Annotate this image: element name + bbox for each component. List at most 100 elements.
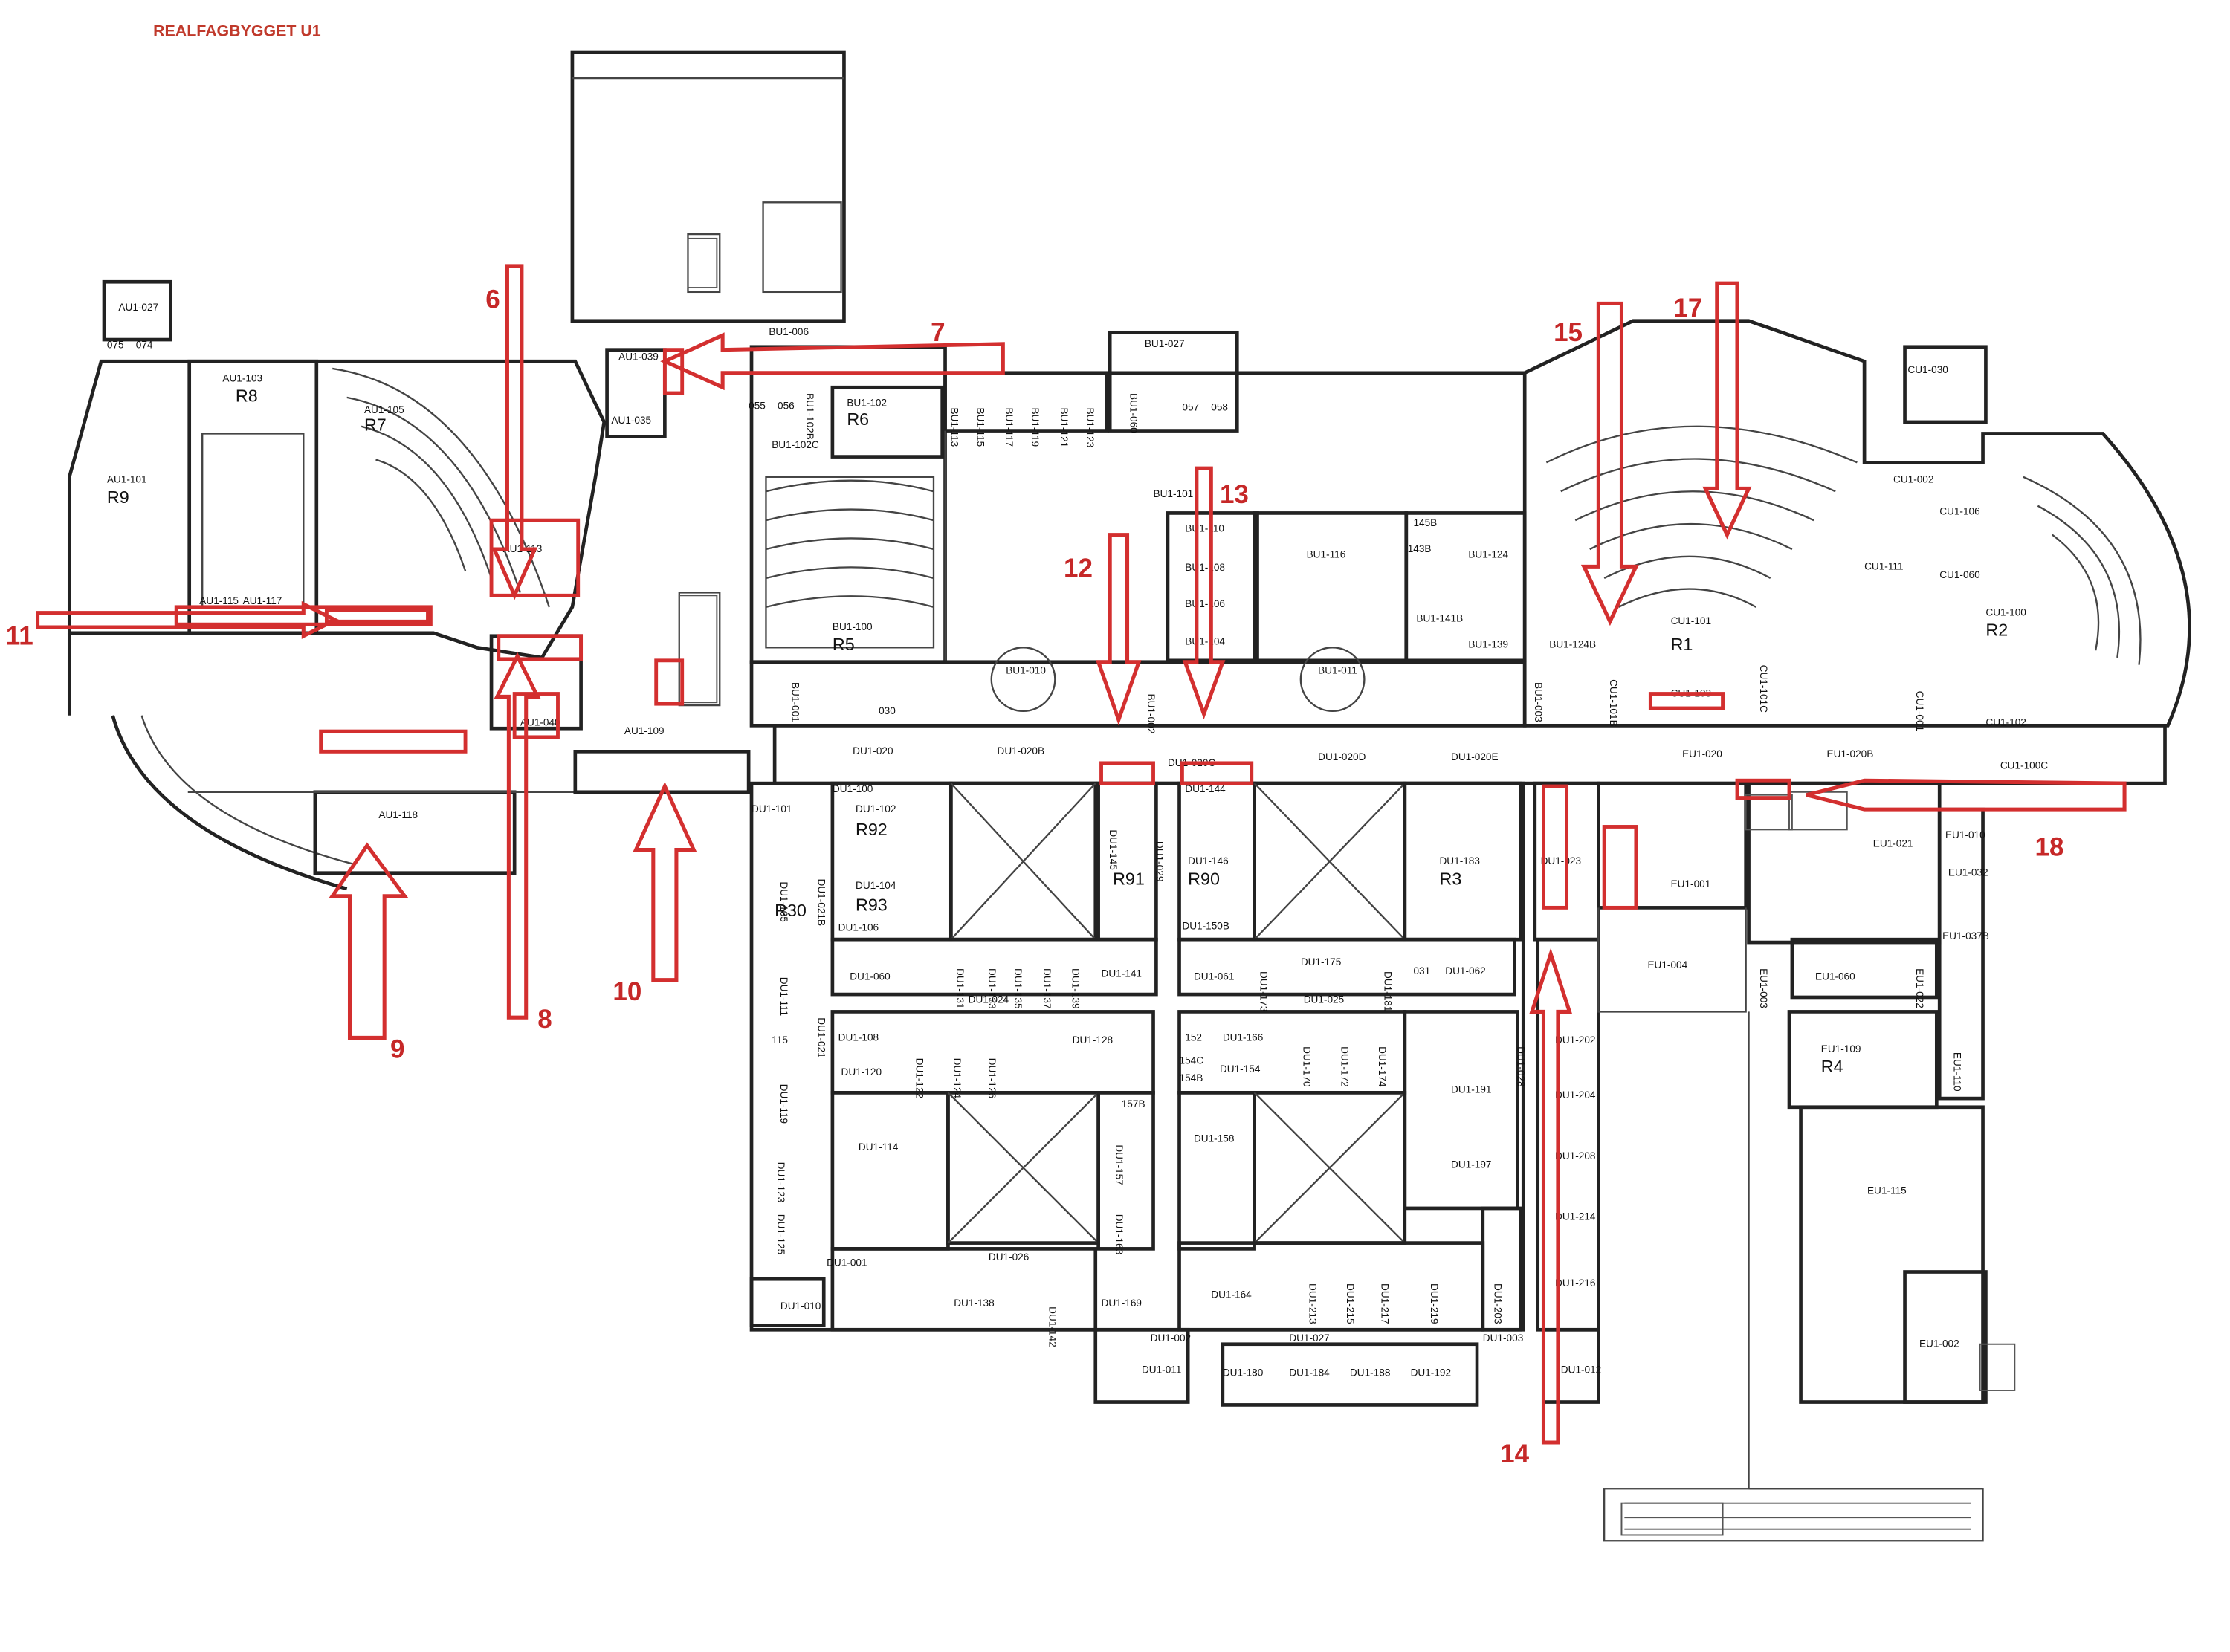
marker-box (319, 729, 468, 754)
room-label: CU1-030 (1907, 364, 1948, 375)
room-label: BU1-104 (1185, 635, 1225, 647)
room-label: EU1-109 (1821, 1043, 1861, 1055)
room-label: DU1-150B (1182, 921, 1229, 932)
room-label: BU1-102B (804, 393, 815, 440)
room-label: DU1-141 (1102, 968, 1142, 979)
room-label: DU1-024 (969, 994, 1009, 1005)
room-label: DU1-003 (1483, 1332, 1523, 1344)
marker-box (1648, 692, 1725, 710)
room-label: DU1-062 (1445, 965, 1485, 976)
room-name-large: R93 (856, 895, 888, 914)
room-label: BU1-060 (1128, 393, 1139, 433)
room-label: BU1-106 (1185, 598, 1225, 609)
room-label: BU1-124 (1468, 549, 1508, 560)
room-label: DU1-157 (1114, 1144, 1125, 1185)
room-label: DU1-111 (778, 977, 789, 1016)
room-label: DU1-163 (1114, 1214, 1125, 1254)
room-label: BU1-108 (1185, 562, 1225, 573)
room-label: BU1-102C (772, 439, 819, 450)
room-label: DU1-131 (954, 968, 966, 1008)
room-label: AU1-027 (118, 302, 158, 313)
room-label: DU1-020B (998, 745, 1045, 757)
marker-number-12: 12 (1064, 554, 1093, 583)
marker-box (1602, 825, 1638, 910)
room-label: CU1-100 (1985, 607, 2026, 618)
room-label: BU1-011 (1318, 664, 1357, 676)
room-label: AU1-103 (222, 372, 262, 383)
room-label: BU1-141B (1416, 612, 1463, 623)
room-label: EU1-001 (1671, 878, 1711, 890)
map-title: REALFAGBYGGET U1 (153, 22, 321, 40)
room-label: CU1-101B (1608, 679, 1619, 727)
room-label: EU1-032 (1948, 867, 1988, 878)
room-label: CU1-111 (1864, 560, 1903, 571)
marker-arrow-8 (494, 652, 541, 1020)
room-label: BU1-102 (847, 398, 887, 409)
room-label: DU1-119 (778, 1084, 789, 1124)
room-label: CU1-060 (1939, 569, 1980, 580)
marker-arrow-12 (1096, 533, 1142, 726)
room-label: DU1-138 (954, 1298, 994, 1309)
room-label: DU1-204 (1555, 1089, 1596, 1101)
room-label: BU1-124B (1549, 638, 1596, 650)
room-label: DU1-060 (850, 971, 891, 982)
room-name-large: R5 (833, 635, 855, 654)
marker-box (489, 518, 581, 597)
room-label: DU1-021 (815, 1017, 827, 1057)
room-label: CU1-001 (1914, 691, 1925, 731)
room-label: DU1-061 (1194, 971, 1234, 982)
room-label: DU1-170 (1302, 1046, 1313, 1087)
room-name-large: R92 (856, 820, 888, 839)
room-label: EU1-110 (1952, 1052, 1963, 1092)
room-label: EU1-060 (1815, 971, 1855, 982)
room-label: DU1-102 (856, 803, 896, 814)
room-label: DU1-101 (752, 803, 792, 814)
room-label: AU1-040 (520, 716, 560, 728)
room-label: 075 (107, 340, 124, 351)
room-label: AU1-118 (378, 809, 418, 820)
room-label: EU1-021 (1873, 838, 1913, 849)
marker-arrow-17 (1702, 281, 1752, 540)
room-label: BU1-001 (789, 682, 801, 722)
room-name-large: R8 (236, 386, 258, 406)
room-label: DU1-191 (1451, 1083, 1491, 1095)
room-label: 154C (1180, 1055, 1204, 1066)
room-label: DU1-020D (1318, 751, 1366, 762)
room-label: DU1-029 (1154, 841, 1165, 881)
marker-number-15: 15 (1554, 318, 1583, 347)
room-label: BU1-123 (1085, 407, 1096, 447)
room-label: CU1-101 (1671, 615, 1711, 626)
room-label: DU1-158 (1194, 1133, 1234, 1144)
room-label: DU1-166 (1223, 1031, 1263, 1043)
marker-box (654, 658, 685, 706)
room-label: DU1-012 (1561, 1364, 1601, 1376)
marker-box (497, 634, 584, 661)
room-name-large: R30 (775, 901, 807, 920)
room-label: DU1-174 (1377, 1046, 1388, 1087)
marker-number-14: 14 (1500, 1439, 1529, 1468)
marker-arrow-14 (1529, 948, 1572, 1445)
room-name-large: R3 (1439, 869, 1461, 888)
room-label: DU1-217 (1380, 1283, 1391, 1324)
room-label: DU1-027 (1289, 1332, 1329, 1344)
room-label: 143B (1408, 543, 1432, 554)
room-label: DU1-172 (1339, 1046, 1350, 1086)
marker-box (1735, 778, 1791, 800)
room-label: AU1-039 (618, 351, 659, 362)
room-label: CU1-106 (1939, 505, 1979, 516)
room-label: BU1-101 (1154, 488, 1194, 499)
room-label: AU1-109 (624, 725, 665, 736)
room-name-large: R91 (1113, 869, 1145, 888)
room-label: EU1-115 (1867, 1185, 1907, 1196)
room-label: BU1-139 (1468, 638, 1508, 650)
room-label: DU1-169 (1102, 1298, 1142, 1309)
room-label: DU1-106 (838, 922, 879, 933)
room-label: DU1-197 (1451, 1159, 1491, 1170)
room-label: DU1-010 (780, 1300, 821, 1312)
marker-arrow-11 (36, 600, 340, 639)
room-label: 154B (1180, 1072, 1203, 1083)
room-label: EU1-020 (1682, 748, 1722, 759)
marker-number-17: 17 (1673, 294, 1702, 323)
